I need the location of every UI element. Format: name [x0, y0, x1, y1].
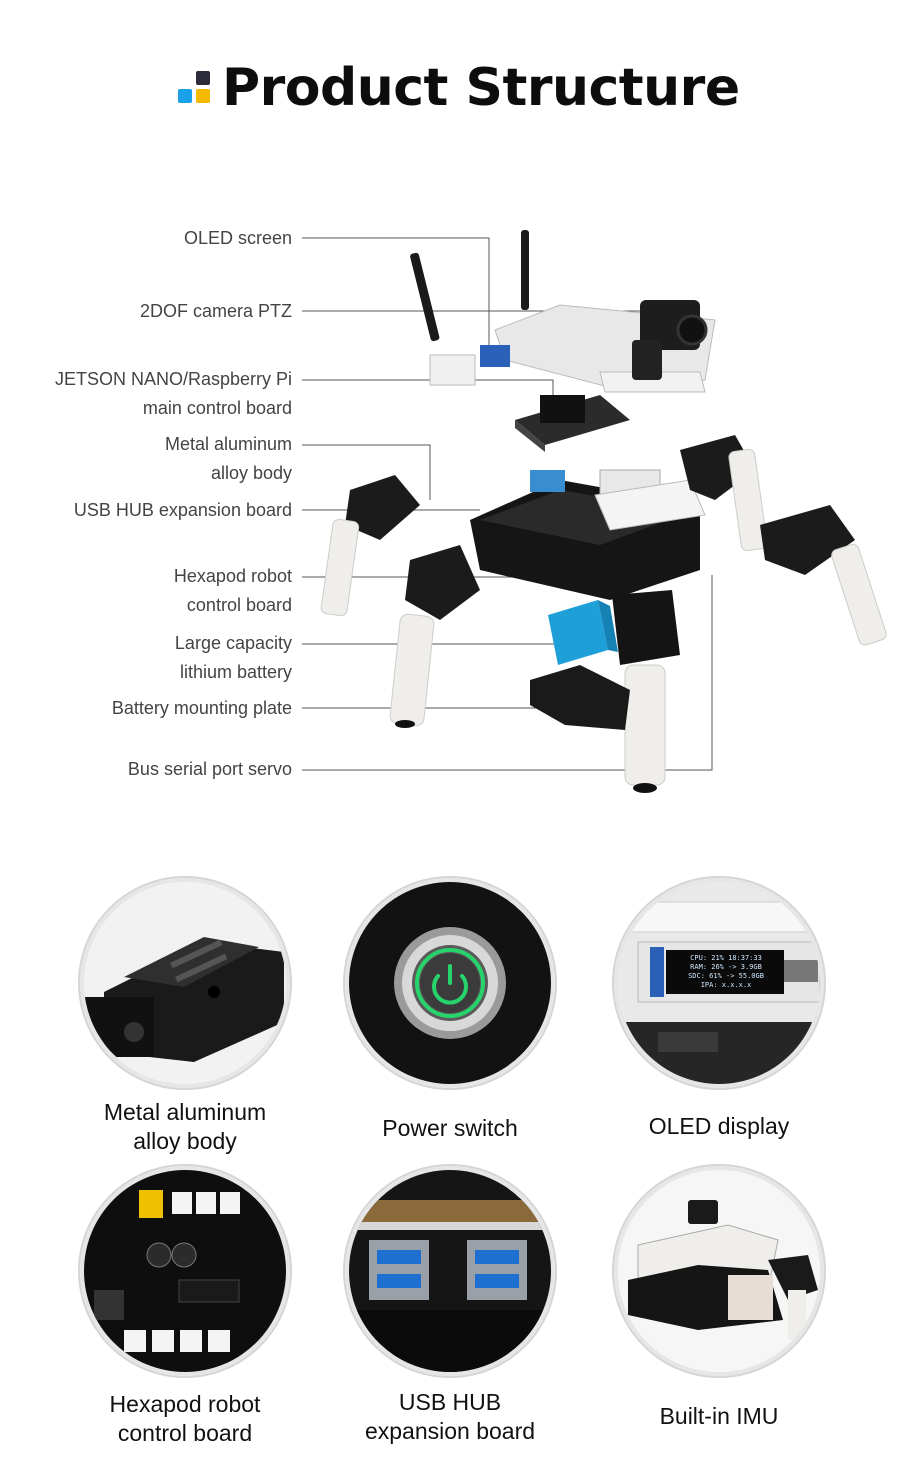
section-title: Product Structure [178, 56, 740, 120]
feature-caption: Built-in IMU [659, 1403, 779, 1429]
metal-body-photo-icon [80, 878, 290, 1088]
oled-display-photo-icon: CPU: 21% 18:37:33 RAM: 26% -> 3.9GB SDC:… [614, 878, 824, 1088]
hexapod-robot-illustration [320, 230, 887, 793]
page-title: Product Structure [222, 58, 740, 118]
label-battery-plate: Battery mounting plate [111, 698, 292, 718]
feature-imu: Built-in IMU [604, 1166, 834, 1431]
label-camera-ptz: 2DOF camera PTZ [139, 301, 292, 321]
label-bus-servo: Bus serial port servo [127, 759, 292, 779]
oled-screen-text: CPU: 21% 18:37:33 RAM: 26% -> 3.9GB SDC:… [688, 954, 764, 989]
feature-caption: Power switch [382, 1115, 518, 1141]
imu-robot-photo-icon [614, 1166, 824, 1376]
feature-oled-display: CPU: 21% 18:37:33 RAM: 26% -> 3.9GB SDC:… [604, 878, 834, 1141]
label-usb-hub: USB HUB expansion board [73, 500, 292, 520]
usb-hub-photo-icon [345, 1166, 555, 1376]
label-oled-screen: OLED screen [183, 228, 292, 248]
power-switch-photo-icon [345, 878, 555, 1088]
feature-power-switch: Power switch [335, 878, 565, 1143]
brand-squares-icon [178, 71, 212, 105]
control-board-photo-icon [80, 1166, 290, 1376]
feature-caption: OLED display [648, 1113, 790, 1139]
